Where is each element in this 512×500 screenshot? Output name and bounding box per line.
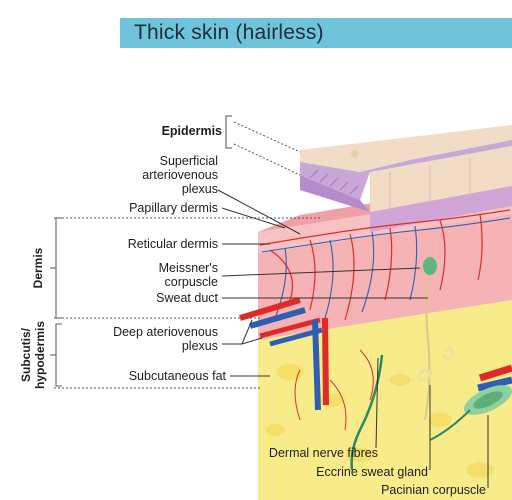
label-pacinian-corpuscle: Pacinian corpuscle (381, 483, 486, 497)
meissner-corpuscle-shape (423, 257, 437, 275)
label-reticular-dermis: Reticular dermis (128, 237, 218, 251)
leader-superficial-plexus (218, 190, 300, 234)
label-meissner-1: Meissner's (159, 261, 218, 275)
label-superficial-plexus-2: arteriovenous (142, 168, 218, 182)
bracket-epidermis (226, 116, 232, 148)
label-dermis-group: Dermis (31, 247, 45, 288)
label-epidermis: Epidermis (162, 124, 222, 138)
label-subcutis-group-1: Subcutis/ (19, 327, 33, 382)
label-sweat-duct: Sweat duct (156, 291, 218, 305)
label-deep-plexus-2: plexus (182, 339, 218, 353)
label-papillary-dermis: Papillary dermis (129, 201, 218, 215)
guide-epidermis-top (234, 122, 300, 152)
label-superficial-plexus-3: plexus (182, 182, 218, 196)
label-superficial-plexus-1: Superficial (160, 154, 218, 168)
leader-deep-plexus-a (222, 320, 252, 344)
label-meissner-2: corpuscle (165, 275, 219, 289)
label-deep-plexus-1: Deep ateriovenous (113, 325, 218, 339)
bracket-dermis (56, 218, 62, 318)
guide-epidermis-bottom (234, 144, 300, 175)
label-subcutaneous-fat: Subcutaneous fat (129, 369, 227, 383)
bracket-subcutis (56, 324, 62, 386)
label-eccrine-sweat-gland: Eccrine sweat gland (316, 465, 428, 479)
label-dermal-nerve-fibres: Dermal nerve fibres (269, 446, 378, 460)
label-subcutis-group-2: hypodermis (33, 321, 47, 389)
sweat-pore (351, 150, 359, 158)
